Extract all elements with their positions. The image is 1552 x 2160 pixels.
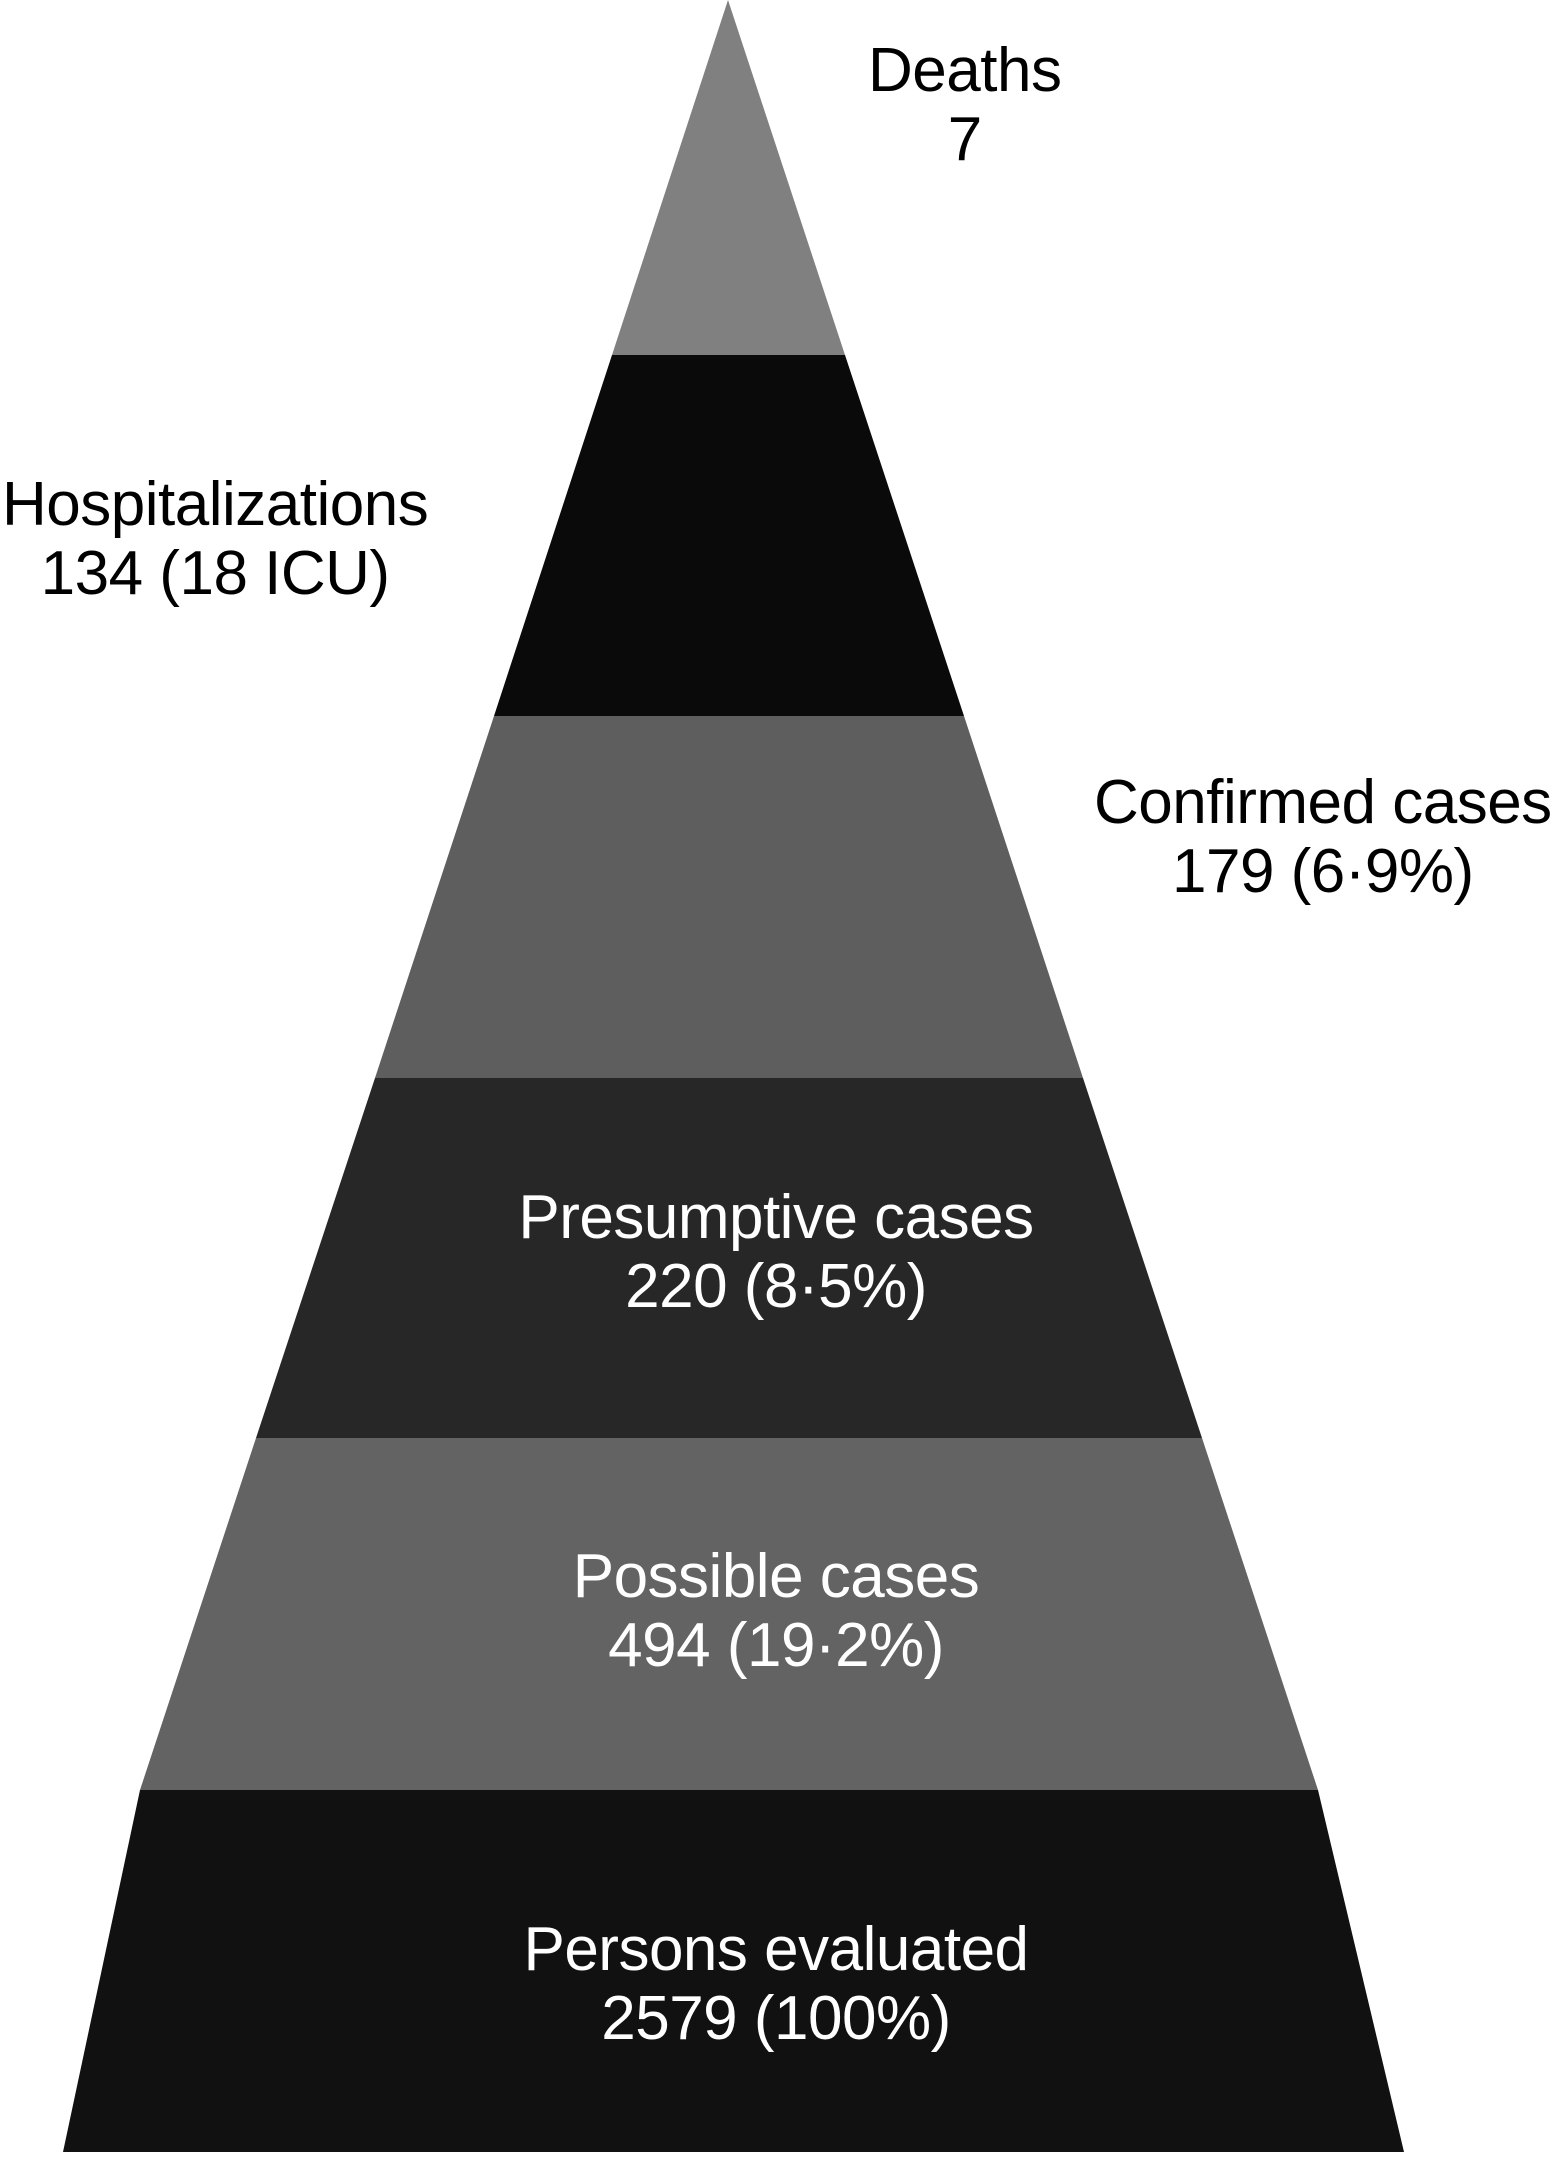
pyramid-band-possible [140,1438,1318,1790]
hospitalizations-label-title: Hospitalizations [2,470,429,539]
confirmed-cases-label: Confirmed cases 179 (6·9%) [1094,768,1552,907]
confirmed-cases-label-title: Confirmed cases [1094,768,1552,837]
confirmed-cases-label-value: 179 (6·9%) [1171,837,1474,907]
hospitalizations-label: Hospitalizations 134 (18 ICU) [2,470,429,609]
pyramid-band-confirmed [375,716,1083,1078]
deaths-label-value: 7 [947,105,982,175]
pyramid-band-persons [63,1790,1404,2152]
deaths-label: Deaths 7 [868,36,1062,175]
pyramid-band-hospitalizations [494,355,964,716]
pyramid-band-deaths [612,0,845,355]
hospitalizations-label-value: 134 (18 ICU) [40,539,390,609]
deaths-label-title: Deaths [868,36,1062,105]
pyramid-band-presumptive [256,1078,1202,1438]
